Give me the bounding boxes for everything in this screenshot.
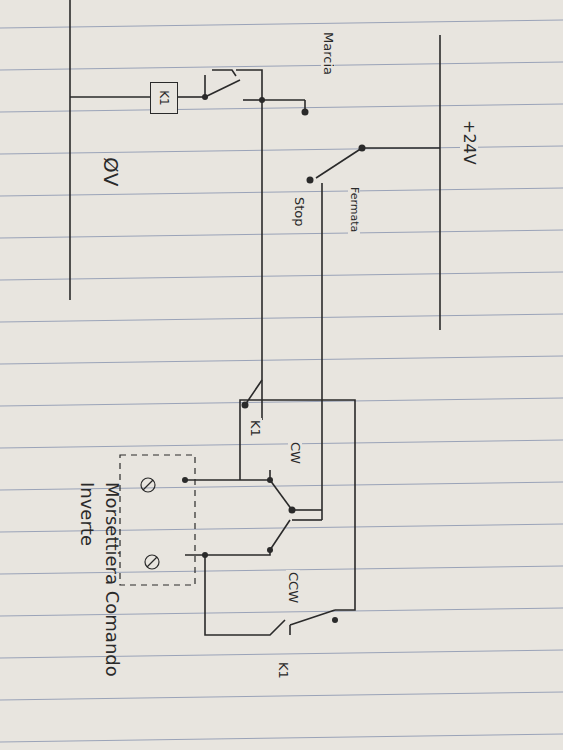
contact-label: K1: [276, 660, 290, 681]
junction-dots: [182, 94, 366, 623]
supply-label: +24V: [460, 118, 478, 167]
relay-coil: K1: [150, 82, 178, 114]
button-label: Marcia: [321, 30, 335, 77]
button-label: Stop: [292, 195, 306, 229]
ground-label: ØV: [100, 155, 122, 188]
coil-label: K1: [157, 90, 171, 106]
contact-label: CW: [288, 440, 302, 466]
switch-label: Fermata: [348, 185, 360, 234]
note-text: Morsettiera Comando Inverte: [75, 480, 125, 704]
terminal-block: [120, 455, 195, 585]
contact-label: CCW: [286, 570, 300, 605]
contact-label: K1: [248, 418, 262, 439]
paper-lines: [0, 20, 563, 742]
wires: [70, 0, 440, 635]
